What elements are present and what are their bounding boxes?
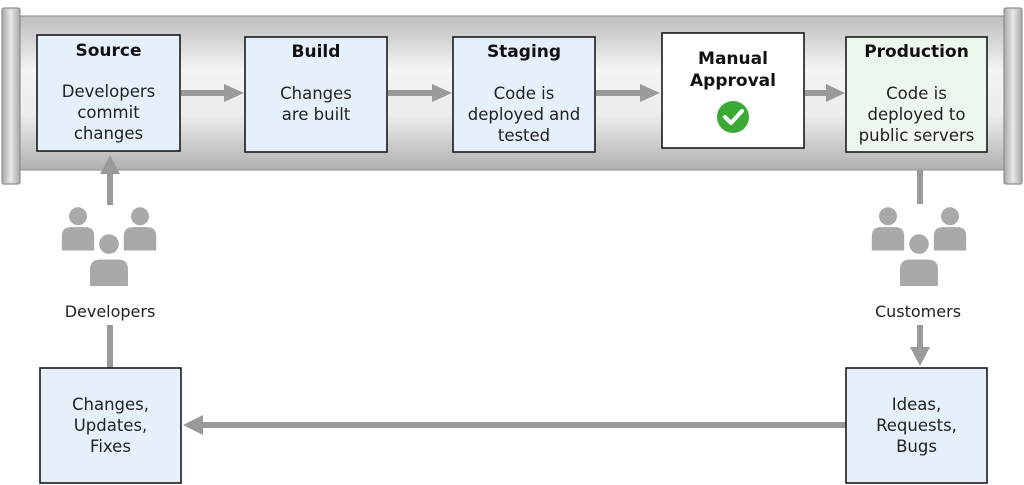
stage-build-line-1: Changes — [280, 84, 352, 103]
feedback-right-line-2: Requests, — [876, 416, 957, 435]
stage-build: Build Changes are built — [244, 36, 388, 153]
stage-production: Production Code is deployed to public se… — [845, 36, 988, 153]
stage-staging-line-2: deployed and — [468, 105, 580, 124]
pipe-cap-right — [1003, 7, 1023, 185]
feedback-box-ideas — [845, 367, 988, 484]
stage-staging-box — [452, 36, 596, 153]
feedback-right-line-1: Ideas, — [892, 395, 941, 414]
arrow-head-approval-to-production — [826, 84, 845, 102]
stage-source-box — [36, 34, 181, 152]
stage-staging-line-3: tested — [498, 126, 550, 145]
arrow-head-customers-to-feedback — [910, 347, 930, 366]
stage-production-box — [845, 36, 988, 153]
people-group-icon — [61, 207, 157, 287]
stage-source-line-2: commit — [77, 103, 140, 122]
feedback-left-line-2: Updates, — [74, 416, 148, 435]
stage-source: Source Developers commit changes — [36, 34, 181, 152]
check-circle-icon — [717, 101, 749, 133]
stage-source-line-1: Developers — [62, 82, 155, 101]
pipe-cap-left — [1, 7, 21, 185]
people-group-icon — [871, 207, 967, 287]
developers-group: Developers — [61, 155, 157, 368]
stage-source-line-3: changes — [74, 124, 143, 143]
stage-source-title: Source — [75, 41, 141, 61]
stage-staging-line-1: Code is — [494, 84, 555, 103]
feedback-loop: Changes, Updates, Fixes Ideas, Requests,… — [39, 367, 988, 484]
stage-manual-approval-title-1: Manual — [698, 49, 768, 69]
customers-group: Customers — [871, 170, 967, 366]
arrow-head-staging-to-approval — [640, 84, 660, 102]
stage-build-title: Build — [292, 42, 341, 62]
stage-manual-approval: Manual Approval — [661, 32, 805, 149]
stage-staging-title: Staging — [487, 42, 561, 62]
stage-production-line-1: Code is — [886, 84, 947, 103]
developers-label: Developers — [65, 302, 156, 321]
feedback-box-changes — [39, 367, 182, 484]
stage-staging: Staging Code is deployed and tested — [452, 36, 596, 153]
feedback-left-line-1: Changes, — [72, 395, 149, 414]
stage-production-title: Production — [864, 42, 969, 62]
arrow-head-source-to-build — [224, 84, 244, 102]
stage-manual-approval-title-2: Approval — [690, 71, 776, 91]
arrow-head-developers-to-source — [100, 155, 120, 174]
arrow-head-feedback-right-to-left — [183, 415, 203, 435]
customers-label: Customers — [875, 302, 961, 321]
feedback-left-line-3: Fixes — [90, 437, 131, 456]
stage-production-line-3: public servers — [859, 126, 975, 145]
stage-production-line-2: deployed to — [868, 105, 966, 124]
stage-arrows — [181, 84, 845, 102]
feedback-right-line-3: Bugs — [896, 437, 937, 456]
arrow-head-build-to-staging — [432, 84, 452, 102]
stage-build-line-2: are built — [282, 105, 351, 124]
stage-build-box — [244, 36, 388, 153]
